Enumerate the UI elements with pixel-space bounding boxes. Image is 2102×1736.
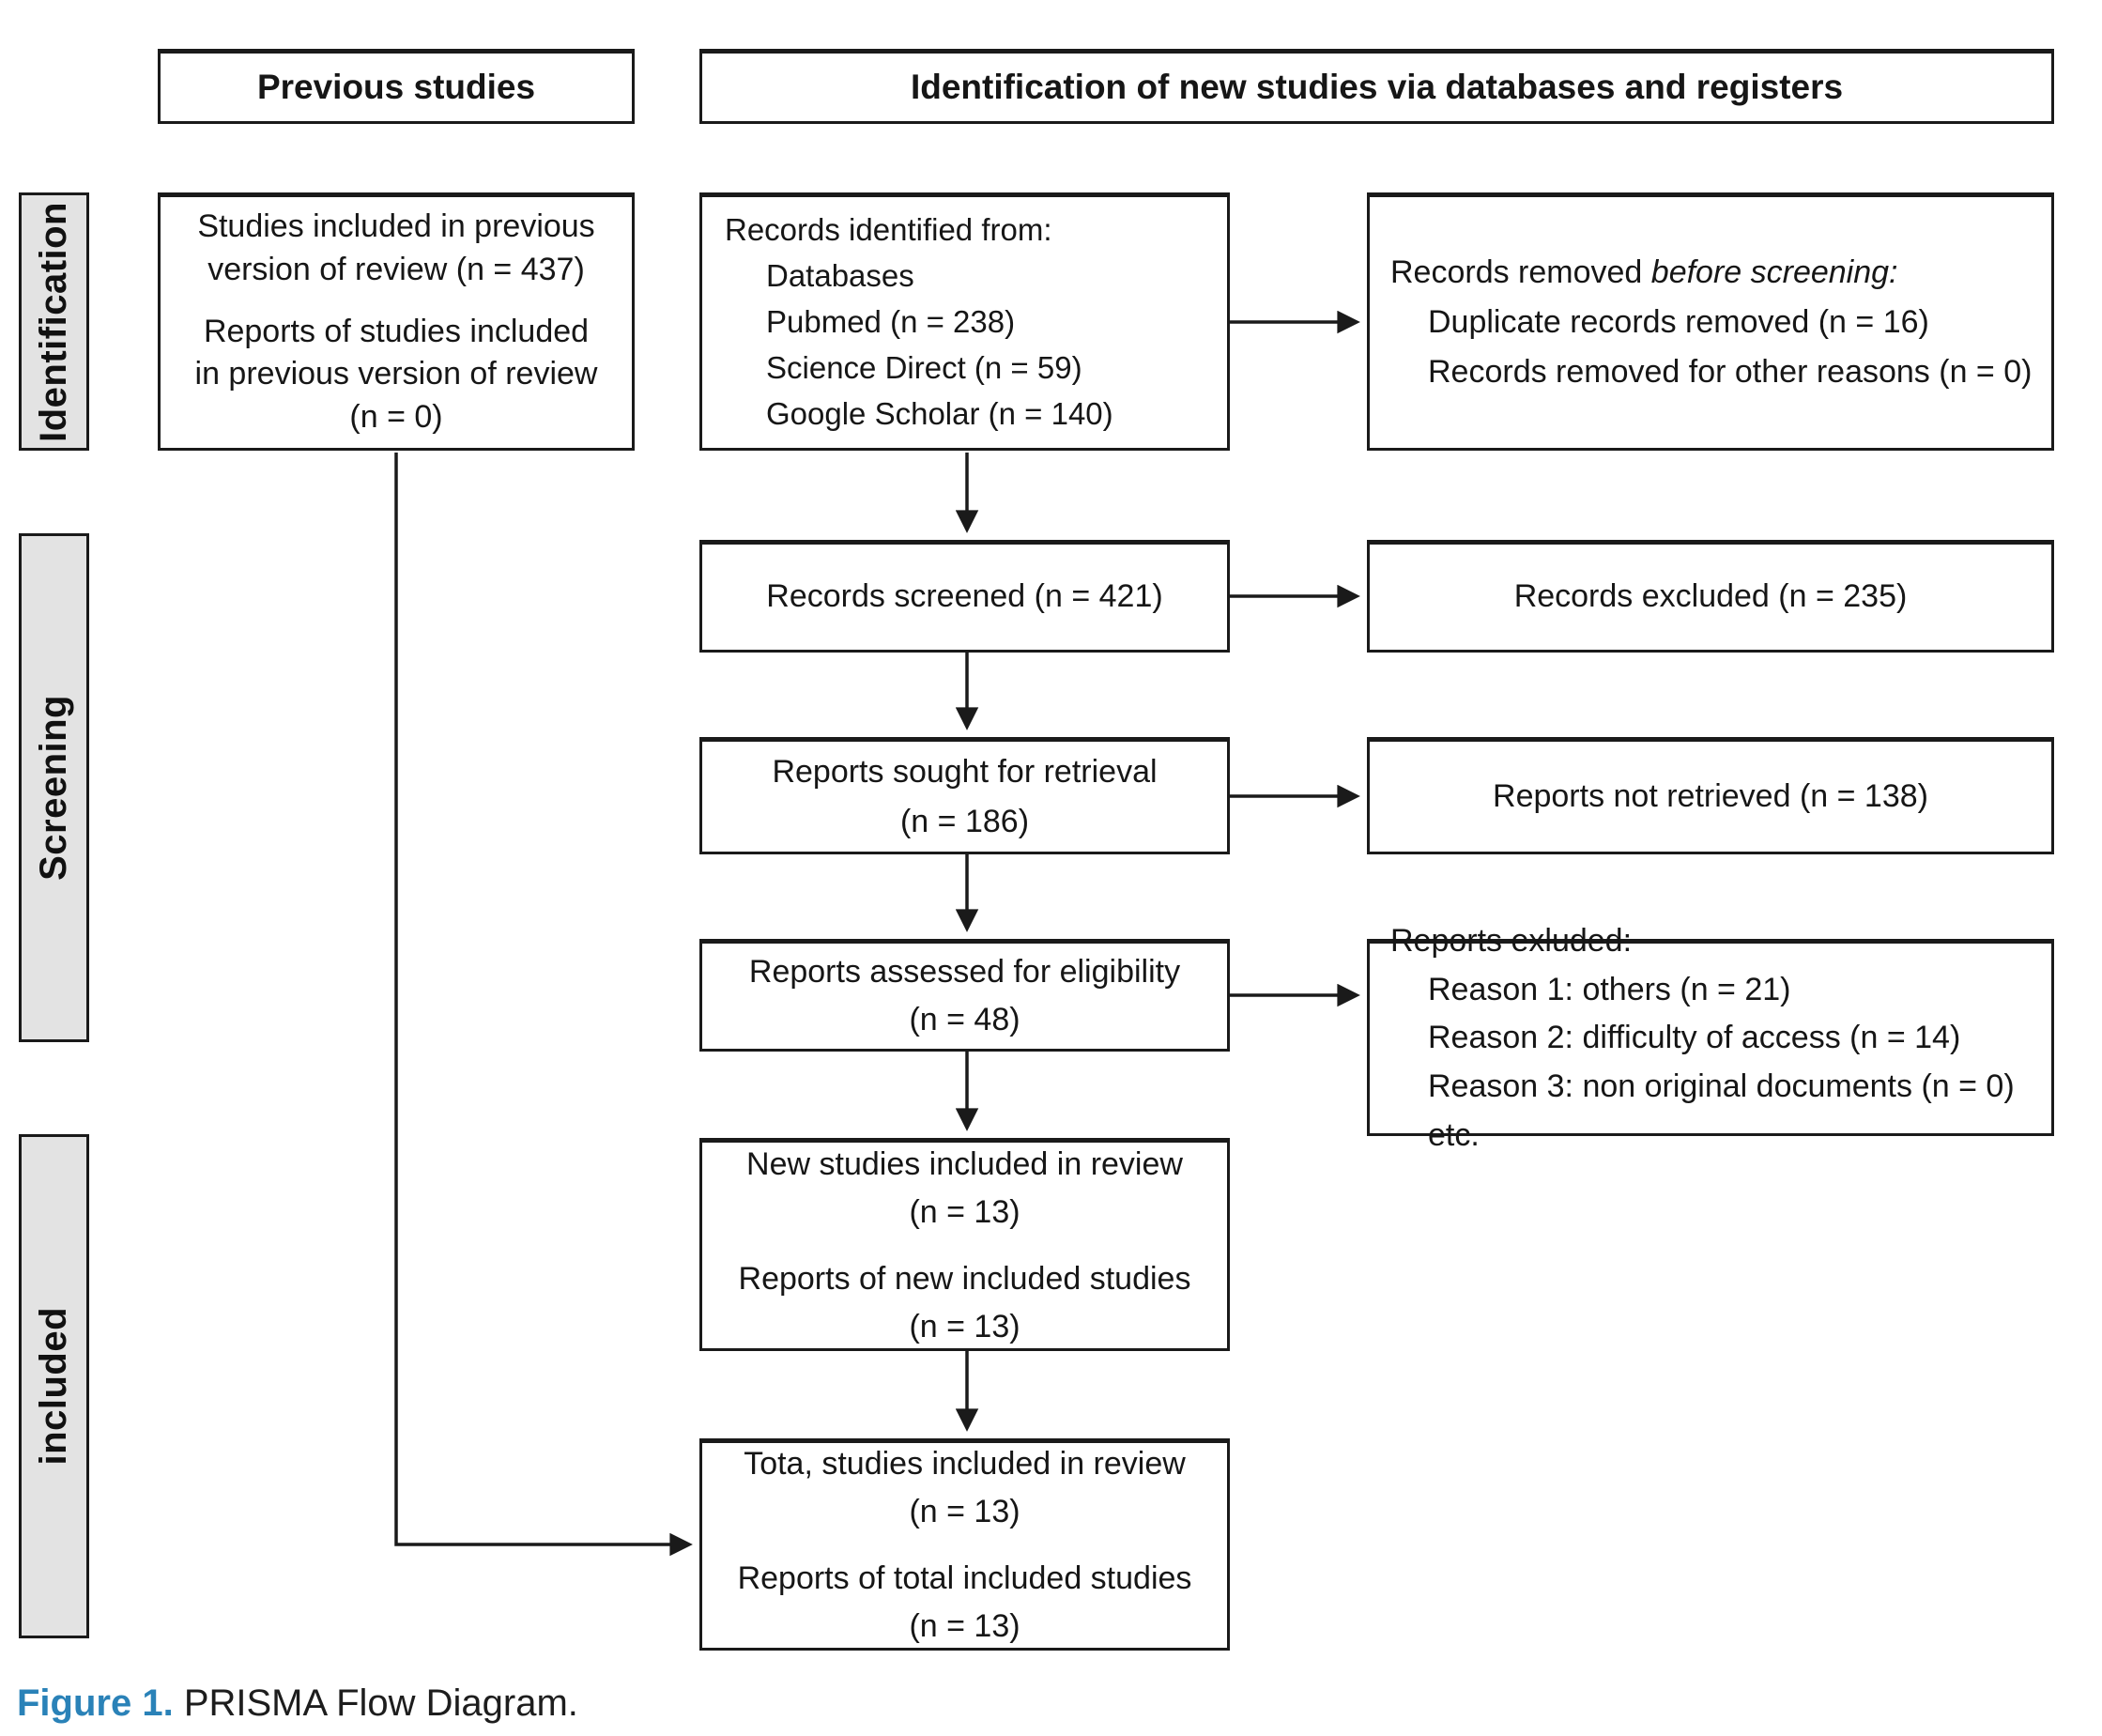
reports-sought-line1: Reports sought for retrieval xyxy=(772,753,1158,790)
reports-excluded-reason1: Reason 1: others (n = 21) xyxy=(1428,971,1791,1007)
new-studies-p2-line1: Reports of new included studies xyxy=(738,1260,1191,1297)
figure-caption: Figure 1. PRISMA Flow Diagram. xyxy=(17,1682,578,1725)
records-identified-item-sciencedirect: Science Direct (n = 59) xyxy=(766,349,1082,385)
stage-bar-identification: Identification xyxy=(19,192,89,451)
stage-bar-identification-label: Identification xyxy=(33,201,74,442)
records-excluded-label: Records excluded (n = 235) xyxy=(1513,578,1908,615)
new-studies-p1-line2: (n = 13) xyxy=(909,1193,1020,1230)
header-identification-new-studies: Identification of new studies via databa… xyxy=(699,49,2054,124)
stage-bar-screening: Screening xyxy=(19,533,89,1042)
total-studies-p2-line1: Reports of total included studies xyxy=(737,1560,1192,1596)
box-records-excluded: Records excluded (n = 235) xyxy=(1367,540,2054,653)
figure-caption-label: Figure 1. xyxy=(17,1682,174,1724)
figure-caption-text: PRISMA Flow Diagram. xyxy=(173,1682,578,1724)
records-removed-intro-regular: Records removed xyxy=(1390,254,1651,291)
records-identified-item-googlescholar: Google Scholar (n = 140) xyxy=(766,395,1113,431)
reports-excluded-intro: Reports exluded: xyxy=(1390,922,1633,959)
reports-sought-line2: (n = 186) xyxy=(899,803,1030,839)
reports-assessed-line2: (n = 48) xyxy=(909,1002,1020,1037)
reports-assessed-line1: Reports assessed for eligibility xyxy=(748,954,1181,990)
box-reports-not-retrieved: Reports not retrieved (n = 138) xyxy=(1367,737,2054,854)
records-removed-item-other: Records removed for other reasons (n = 0… xyxy=(1428,353,2033,390)
records-removed-item-duplicates: Duplicate records removed (n = 16) xyxy=(1428,304,1929,341)
reports-excluded-reason2: Reason 2: difficulty of access (n = 14) xyxy=(1428,1020,1961,1056)
records-removed-intro: Records removed before screening: xyxy=(1390,248,1898,298)
box-reports-assessed: Reports assessed for eligibility (n = 48… xyxy=(699,939,1230,1052)
stage-bar-screening-label: Screening xyxy=(33,695,74,881)
new-studies-p1-line1: New studies included in review xyxy=(746,1145,1183,1182)
previous-p1-line2: version of review (n = 437) xyxy=(207,251,585,287)
reports-excluded-reason3: Reason 3: non original documents (n = 0)… xyxy=(1428,1068,2015,1153)
arrow-previous-to-total xyxy=(394,453,693,1557)
records-identified-item-pubmed: Pubmed (n = 238) xyxy=(766,304,1016,340)
reports-not-retrieved-label: Reports not retrieved (n = 138) xyxy=(1493,777,1928,814)
box-records-removed: Records removed before screening: Duplic… xyxy=(1367,192,2054,451)
records-identified-item-databases: Databases xyxy=(766,258,914,294)
box-reports-excluded-reasons: Reports exluded: Reason 1: others (n = 2… xyxy=(1367,923,2054,1153)
box-total-studies-included: Tota, studies included in review (n = 13… xyxy=(699,1438,1230,1651)
previous-p2-line3: (n = 0) xyxy=(349,399,443,436)
previous-p1-line1: Studies included in previous xyxy=(197,207,595,244)
box-records-identified: Records identified from: Databases Pubme… xyxy=(699,192,1230,451)
records-identified-intro: Records identified from: xyxy=(725,212,1052,248)
previous-p2-line2: in previous version of review xyxy=(194,356,598,392)
header-previous-studies-label: Previous studies xyxy=(256,68,536,107)
box-reports-sought: Reports sought for retrieval (n = 186) xyxy=(699,737,1230,854)
total-studies-p1-line2: (n = 13) xyxy=(909,1494,1020,1529)
total-studies-p1-line1: Tota, studies included in review xyxy=(744,1446,1186,1482)
box-previous-version-studies: Studies included in previous version of … xyxy=(158,192,635,451)
header-identification-new-studies-label: Identification of new studies via databa… xyxy=(910,68,1844,107)
total-studies-p2-line2: (n = 13) xyxy=(909,1608,1020,1644)
records-screened-label: Records screened (n = 421) xyxy=(766,578,1163,615)
box-new-studies-included: New studies included in review (n = 13) … xyxy=(699,1138,1230,1351)
records-removed-intro-italic: before screening: xyxy=(1650,254,1898,291)
stage-bar-included: included xyxy=(19,1134,89,1638)
stage-bar-included-label: included xyxy=(33,1307,74,1466)
previous-p2-line1: Reports of studies included xyxy=(203,313,590,349)
box-records-screened: Records screened (n = 421) xyxy=(699,540,1230,653)
header-previous-studies: Previous studies xyxy=(158,49,635,124)
new-studies-p2-line2: (n = 13) xyxy=(909,1308,1020,1344)
